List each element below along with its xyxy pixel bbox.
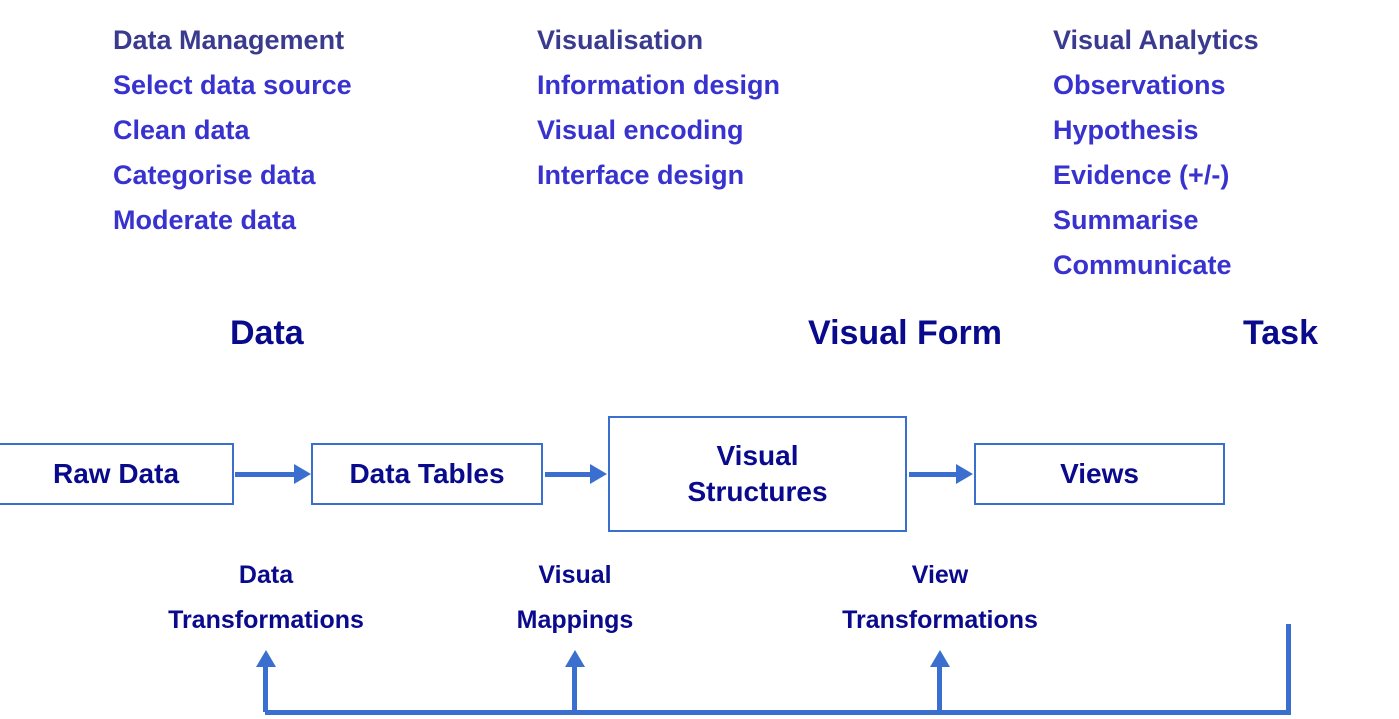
transformation-label-visual-mappings: Visual Mappings [517,553,634,643]
column-item-communicate: Communicate [1053,250,1232,280]
pipeline-box-raw-data-label: Raw Data [52,458,180,489]
column-header-visualisation: Visualisation [537,25,704,55]
pipeline-box-raw-data: Raw Data [0,443,234,505]
stage-label-visual-form: Visual Form [808,314,1002,352]
arrow-head [956,464,973,484]
pipeline-box-data-tables: Data Tables [311,443,543,505]
arrow-shaft [909,472,956,477]
arrow-shaft [545,472,590,477]
column-item-hypothesis: Hypothesis [1053,115,1199,145]
transformation-label-visual-line1: Visual [538,561,612,589]
arrow-shaft [235,472,294,477]
stage-label-task: Task [1243,314,1318,352]
arrow-up-icon-visual-mappings [565,650,585,667]
stage-label-data: Data [230,314,304,352]
column-item-observations: Observations [1053,70,1226,100]
transformation-label-visual-line2: Mappings [516,606,634,634]
column-visual-analytics: Visual Analytics Observations Hypothesis… [1053,18,1259,288]
pipeline-box-visual-structures-line2: Structures [687,476,828,507]
pipeline-box-views-label: Views [1060,458,1139,489]
column-item-moderate-data: Moderate data [113,205,297,235]
column-item-summarise: Summarise [1053,205,1199,235]
column-visualisation: Visualisation Information design Visual … [537,18,780,198]
transformation-label-view-line2: Transformations [842,606,1038,634]
transformation-label-data-transformations: Data Transformations [168,553,364,643]
column-item-information-design: Information design [537,70,780,100]
pipeline-box-visual-structures-label: Visual Structures [687,438,827,510]
pipeline-box-views: Views [974,443,1225,505]
column-header-data-management: Data Management [113,25,345,55]
pipeline-box-visual-structures: Visual Structures [608,416,907,532]
column-item-interface-design: Interface design [537,160,745,190]
pipeline-box-data-tables-label: Data Tables [349,458,505,489]
column-item-categorise-data: Categorise data [113,160,316,190]
column-data-management: Data Management Select data source Clean… [113,18,352,243]
column-item-visual-encoding: Visual encoding [537,115,744,145]
transformation-label-view-line1: View [911,561,969,589]
arrow-head [294,464,311,484]
feedback-arrow-stem-data [263,667,268,712]
pipeline-box-visual-structures-line1: Visual [716,440,799,471]
arrow-up-icon-data-transformations [256,650,276,667]
feedback-loop-rail [265,710,1291,715]
arrow-up-icon-view-transformations [930,650,950,667]
feedback-arrow-stem-view [937,667,942,712]
column-item-evidence: Evidence (+/-) [1053,160,1230,190]
transformation-label-data-line1: Data [238,561,294,589]
column-header-visual-analytics: Visual Analytics [1053,25,1259,55]
transformation-label-view-transformations: View Transformations [842,553,1038,643]
column-item-select-data-source: Select data source [113,70,352,100]
column-item-clean-data: Clean data [113,115,250,145]
arrow-head [590,464,607,484]
feedback-arrow-stem-visual [572,667,577,712]
transformation-label-data-line2: Transformations [168,606,364,634]
feedback-loop-right-riser [1286,624,1291,712]
